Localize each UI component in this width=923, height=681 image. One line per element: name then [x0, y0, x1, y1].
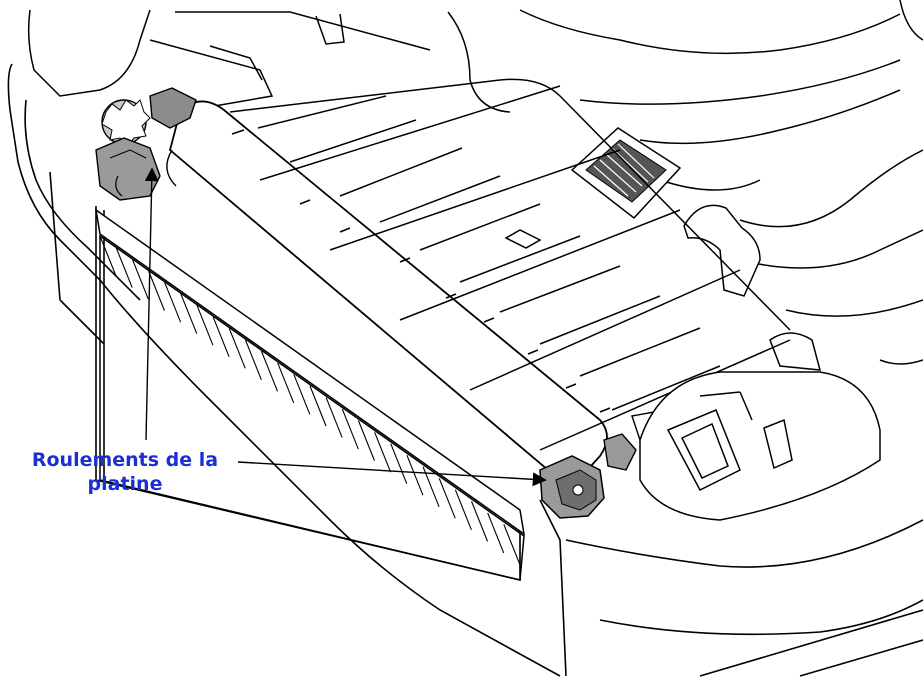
- serration-line: [341, 408, 359, 450]
- leader-line-left: [144, 167, 159, 441]
- serration-line: [164, 281, 182, 323]
- serration-line: [180, 293, 198, 334]
- platen-bearing-icon-left: [95, 87, 197, 201]
- tear-bar: [94, 208, 526, 581]
- serration-line: [261, 351, 279, 392]
- callout-line-2: platine: [87, 473, 163, 495]
- serration-line: [228, 328, 246, 369]
- grip-knob-icon: [570, 127, 682, 220]
- right-hinge-tab: [683, 204, 822, 371]
- callout-leaders: [144, 167, 547, 487]
- serration-line: [390, 443, 408, 484]
- serration-line: [438, 478, 456, 519]
- leader-line-right: [237, 461, 547, 487]
- right-latch-housing: [639, 371, 881, 521]
- serration-line: [487, 512, 505, 554]
- serration-line: [503, 524, 521, 565]
- serration-line: [131, 258, 149, 300]
- serration-line: [325, 397, 343, 438]
- media-tray: [229, 78, 791, 451]
- serration-line: [357, 420, 375, 461]
- serration-line: [196, 305, 214, 346]
- gear-icon: [101, 99, 151, 147]
- serration-line: [309, 385, 327, 427]
- serration-line: [212, 316, 230, 357]
- serration-line: [471, 501, 489, 542]
- serration-line: [99, 235, 117, 277]
- callout-label: Roulements de la platine: [0, 448, 250, 496]
- serration-line: [147, 270, 165, 311]
- serration-line: [374, 431, 392, 473]
- serration-line: [277, 362, 295, 404]
- callout-line-1: Roulements de la: [31, 449, 219, 471]
- back-frame: [27, 0, 923, 365]
- serration-line: [293, 374, 311, 415]
- serration-line: [454, 489, 472, 531]
- serration-line: [244, 339, 262, 381]
- serration-line: [115, 247, 133, 288]
- serration-line: [406, 455, 424, 496]
